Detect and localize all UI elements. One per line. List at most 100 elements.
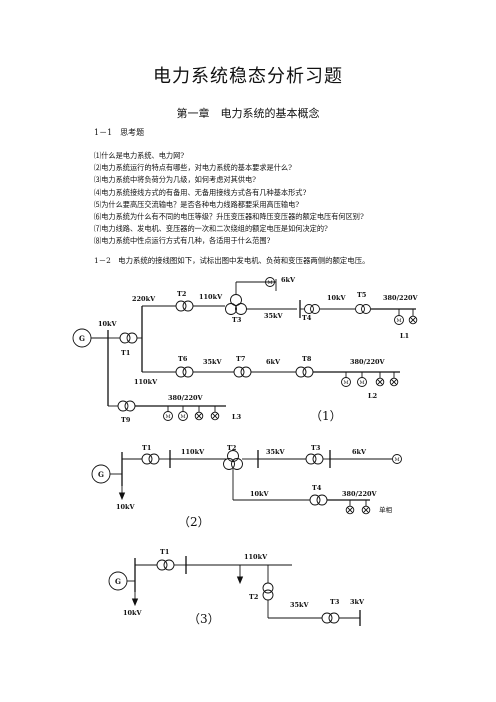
transformer-t1-icon bbox=[156, 559, 168, 571]
load-arrow-icon bbox=[118, 492, 126, 501]
label-t2: T2 bbox=[227, 444, 236, 452]
transformer-t3-icon bbox=[305, 453, 317, 465]
motor-icon bbox=[341, 377, 351, 387]
figure-2-diagram: G M T1 1 bbox=[91, 444, 402, 529]
generator-symbol: G bbox=[79, 334, 85, 343]
label-t3: T3 bbox=[330, 598, 340, 606]
transformer-t3-icon bbox=[321, 612, 333, 624]
section-heading-1-2: 1－2 电力系统的接线图如下，试标出图中发电机、负荷和变压器两侧的额定电压。 bbox=[94, 256, 370, 265]
figure-1-caption: （1） bbox=[310, 409, 342, 423]
question-item: ⑹电力系统为什么有不同的电压等级？升压变压器和降压变压器的额定电压有何区别? bbox=[94, 212, 364, 222]
label-6kv: 6kV bbox=[352, 448, 367, 456]
motor-symbol: M bbox=[343, 380, 348, 386]
figure-2-caption: （2） bbox=[178, 515, 210, 529]
motor-icon bbox=[178, 411, 188, 421]
motor-symbol: M bbox=[394, 457, 399, 463]
label-l1: L1 bbox=[400, 332, 409, 340]
label-10kv-gen: 10kV bbox=[98, 320, 118, 328]
label-t7: T7 bbox=[236, 355, 245, 363]
load-arrow-icon bbox=[236, 576, 244, 585]
label-t1: T1 bbox=[121, 349, 130, 357]
transformer-t1-icon bbox=[119, 332, 131, 344]
question-item: ⑴什么是电力系统、电力网? bbox=[94, 151, 185, 160]
label-110kv-lower: 110kV bbox=[134, 378, 158, 386]
label-t3: T3 bbox=[232, 316, 242, 324]
chapter-heading: 第一章 电力系统的基本概念 bbox=[176, 107, 320, 120]
label-10kv-upper: 10kV bbox=[327, 294, 347, 302]
label-380v-middle: 380/220V bbox=[350, 358, 386, 366]
question-item: ⑵电力系统运行的特点有哪些，对电力系统的基本要求是什么? bbox=[94, 163, 292, 173]
transformer-t1-icon bbox=[141, 453, 153, 465]
question-item: ⑶电力系统中将负荷分为几级，如何考虑对其供电? bbox=[94, 175, 256, 185]
label-t4: T4 bbox=[312, 484, 322, 492]
question-item: ⑷电力系统接线方式的有备用、无备用接线方式各有几种基本形式? bbox=[94, 187, 307, 197]
transformer-t3-icon bbox=[230, 294, 242, 306]
label-t1: T1 bbox=[142, 444, 151, 452]
label-110kv-upper: 110kV bbox=[199, 293, 223, 301]
label-35kv: 35kV bbox=[290, 601, 310, 609]
label-t3: T3 bbox=[311, 444, 321, 452]
motor-symbol: M bbox=[165, 414, 170, 420]
label-10kv: 10kV bbox=[123, 609, 143, 617]
label-single-phase: 单相 bbox=[379, 505, 393, 514]
transformer-t2-icon bbox=[262, 582, 274, 594]
motor-icon bbox=[392, 454, 402, 464]
label-110kv: 110kV bbox=[244, 553, 268, 561]
load-lamp-icon bbox=[361, 505, 371, 515]
motor-icon bbox=[163, 411, 173, 421]
label-3kv: 3kV bbox=[350, 598, 365, 606]
generator-symbol: G bbox=[115, 577, 121, 586]
load-lamp-icon bbox=[408, 315, 418, 325]
motor-symbol: M bbox=[359, 380, 364, 386]
label-t4: T4 bbox=[302, 314, 312, 322]
load-lamp-icon bbox=[389, 377, 399, 387]
load-lamp-icon bbox=[194, 411, 204, 421]
label-t8: T8 bbox=[302, 355, 312, 363]
label-35kv-middle: 35kV bbox=[203, 358, 223, 366]
label-10kv-gen: 10kV bbox=[116, 503, 136, 511]
label-10kv-branch: 10kV bbox=[250, 490, 270, 498]
label-6kv-middle: 6kV bbox=[266, 358, 281, 366]
transformer-t4-icon bbox=[309, 494, 321, 506]
label-35kv: 35kV bbox=[266, 448, 286, 456]
transformer-t9-icon bbox=[117, 400, 129, 412]
load-lamp-icon bbox=[210, 411, 220, 421]
label-t2: T2 bbox=[249, 593, 258, 601]
figure-1-diagram: G M M bbox=[72, 276, 419, 424]
motor-symbol: M bbox=[180, 414, 185, 420]
motor-icon bbox=[357, 377, 367, 387]
load-lamp-icon bbox=[345, 505, 355, 515]
label-380v: 380/220V bbox=[342, 490, 378, 498]
label-380v-lower: 380/220V bbox=[168, 394, 204, 402]
label-380v-upper: 380/220V bbox=[383, 294, 419, 302]
question-item: ⑺电力线路、发电机、变压器的一次和二次绕组的额定电压是如何决定的? bbox=[94, 224, 328, 234]
transformer-t2-icon bbox=[227, 450, 239, 462]
label-110kv: 110kV bbox=[181, 448, 205, 456]
motor-icon bbox=[394, 315, 404, 325]
transformer-t8-icon bbox=[295, 366, 307, 378]
label-t1: T1 bbox=[160, 548, 169, 556]
transformer-t7-icon bbox=[233, 366, 245, 378]
question-list: ⑴什么是电力系统、电力网? ⑵电力系统运行的特点有哪些，对电力系统的基本要求是什… bbox=[94, 150, 364, 248]
page-title: 电力系统稳态分析习题 bbox=[153, 66, 343, 87]
label-6kv: 6kV bbox=[281, 276, 296, 284]
load-arrow-icon bbox=[131, 598, 139, 607]
label-l3: L3 bbox=[232, 413, 242, 421]
label-t9: T9 bbox=[121, 416, 131, 424]
label-220kv: 220kV bbox=[132, 295, 156, 303]
motor-symbol: M bbox=[396, 318, 401, 324]
label-35kv-upper: 35kV bbox=[264, 312, 284, 320]
label-t5: T5 bbox=[357, 291, 367, 299]
figure-3-diagram: G T1 110kV T2 35kV T3 3kV 10kV （3） bbox=[108, 548, 365, 626]
transformer-t6-icon bbox=[175, 366, 187, 378]
section-heading-1-1: 1－1 思考题 bbox=[94, 128, 145, 137]
transformer-t4-icon bbox=[304, 304, 314, 314]
motor-icon bbox=[265, 277, 275, 287]
transformer-t5-icon bbox=[355, 304, 365, 314]
label-t2: T2 bbox=[177, 290, 186, 298]
question-item: ⑸为什么要高压交流输电？是否各种电力线路都要采用高压输电? bbox=[94, 199, 300, 209]
label-t6: T6 bbox=[178, 355, 188, 363]
question-item: ⑻电力系统中性点运行方式有几种，各适用于什么范围? bbox=[94, 236, 271, 246]
generator-symbol: G bbox=[98, 470, 104, 479]
